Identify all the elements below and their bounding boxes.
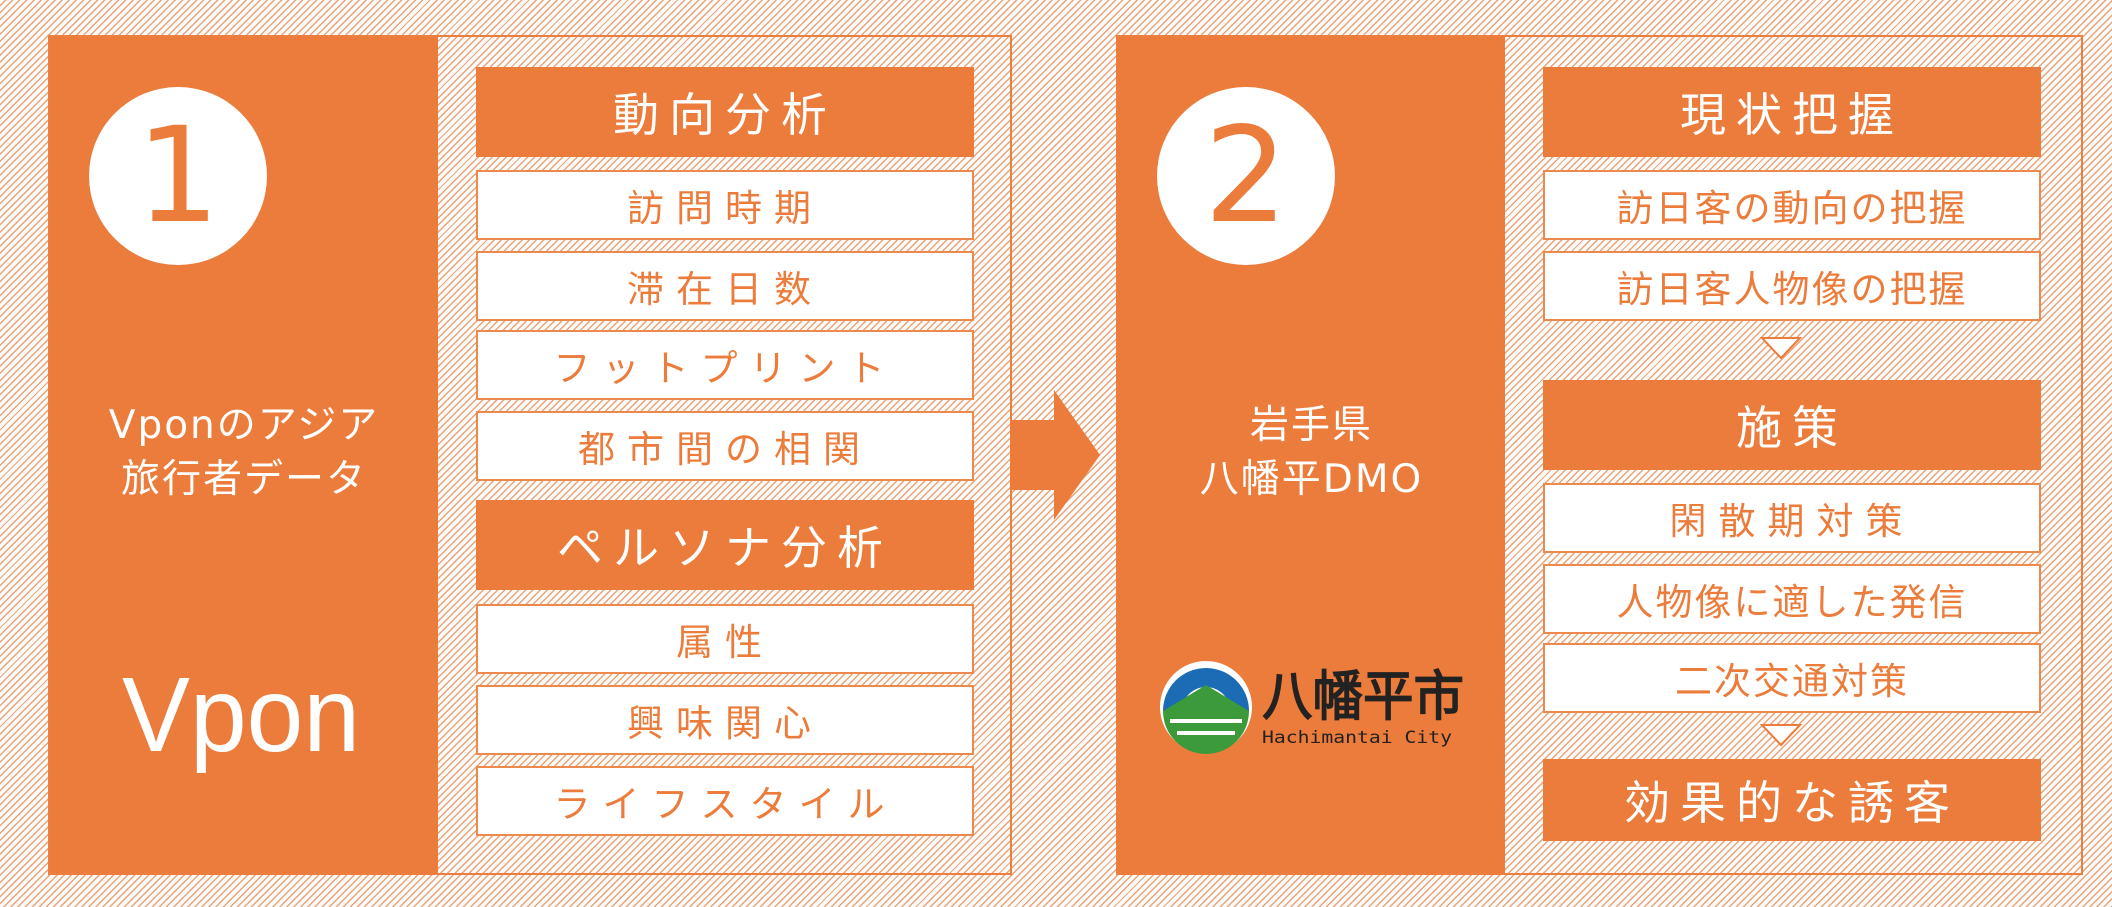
city-logo-text: 八幡平市 bbox=[1262, 665, 1464, 728]
description-line: Vponのアジア bbox=[108, 403, 380, 448]
vpon-logo-text: Vpon bbox=[122, 656, 360, 774]
section-heading-persona-analysis: ペルソナ分析 bbox=[476, 500, 974, 590]
down-arrow-icon bbox=[1759, 337, 1803, 360]
list-item: 興味関心 bbox=[476, 685, 974, 755]
dmo-sidebar: 2 岩手県 八幡平DMO 八幡平市 Hachimantai City bbox=[1118, 37, 1505, 873]
list-item: 閑散期対策 bbox=[1543, 483, 2041, 553]
section-heading-measures: 施策 bbox=[1543, 380, 2041, 470]
vpon-logo: Vpon bbox=[122, 656, 360, 774]
step-number-2: 2 bbox=[1157, 87, 1335, 265]
vpon-data-panel: 1 Vponのアジア 旅行者データ Vpon 動向分析 訪問時期 滞在日数 フッ… bbox=[48, 35, 1012, 875]
vpon-data-sidebar: 1 Vponのアジア 旅行者データ Vpon bbox=[50, 37, 438, 873]
list-item: 人物像に適した発信 bbox=[1543, 564, 2041, 634]
list-item: 二次交通対策 bbox=[1543, 643, 2041, 713]
step-number-1: 1 bbox=[89, 87, 267, 265]
dmo-action-list: 現状把握 訪日客の動向の把握 訪日客人物像の把握 施策 閑散期対策 人物像に適し… bbox=[1505, 37, 2081, 873]
list-item: 滞在日数 bbox=[476, 251, 974, 321]
section-heading-effective-attraction: 効果的な誘客 bbox=[1543, 759, 2041, 841]
list-item: 訪日客の動向の把握 bbox=[1543, 170, 2041, 240]
list-item: フットプリント bbox=[476, 330, 974, 400]
city-logo-subtext: Hachimantai City bbox=[1262, 728, 1452, 748]
vpon-data-description: Vponのアジア 旅行者データ bbox=[50, 399, 438, 507]
right-arrow-icon bbox=[1010, 390, 1100, 520]
dmo-panel: 2 岩手県 八幡平DMO 八幡平市 Hachimantai City 現状把握 … bbox=[1116, 35, 2083, 875]
list-item: ライフスタイル bbox=[476, 766, 974, 836]
description-line: 岩手県 bbox=[1249, 403, 1373, 448]
hachimantai-city-logo: 八幡平市 Hachimantai City bbox=[1160, 661, 1464, 754]
section-heading-current-status: 現状把握 bbox=[1543, 67, 2041, 157]
dmo-description: 岩手県 八幡平DMO bbox=[1118, 399, 1505, 507]
list-item: 訪問時期 bbox=[476, 170, 974, 240]
description-line: 旅行者データ bbox=[120, 457, 367, 502]
description-line: 八幡平DMO bbox=[1199, 457, 1424, 502]
list-item: 都市間の相関 bbox=[476, 411, 974, 481]
list-item: 訪日客人物像の把握 bbox=[1543, 251, 2041, 321]
list-item: 属性 bbox=[476, 604, 974, 674]
section-heading-trend-analysis: 動向分析 bbox=[476, 67, 974, 157]
down-arrow-icon bbox=[1759, 724, 1803, 747]
vpon-analysis-list: 動向分析 訪問時期 滞在日数 フットプリント 都市間の相関 ペルソナ分析 属性 … bbox=[438, 37, 1010, 873]
